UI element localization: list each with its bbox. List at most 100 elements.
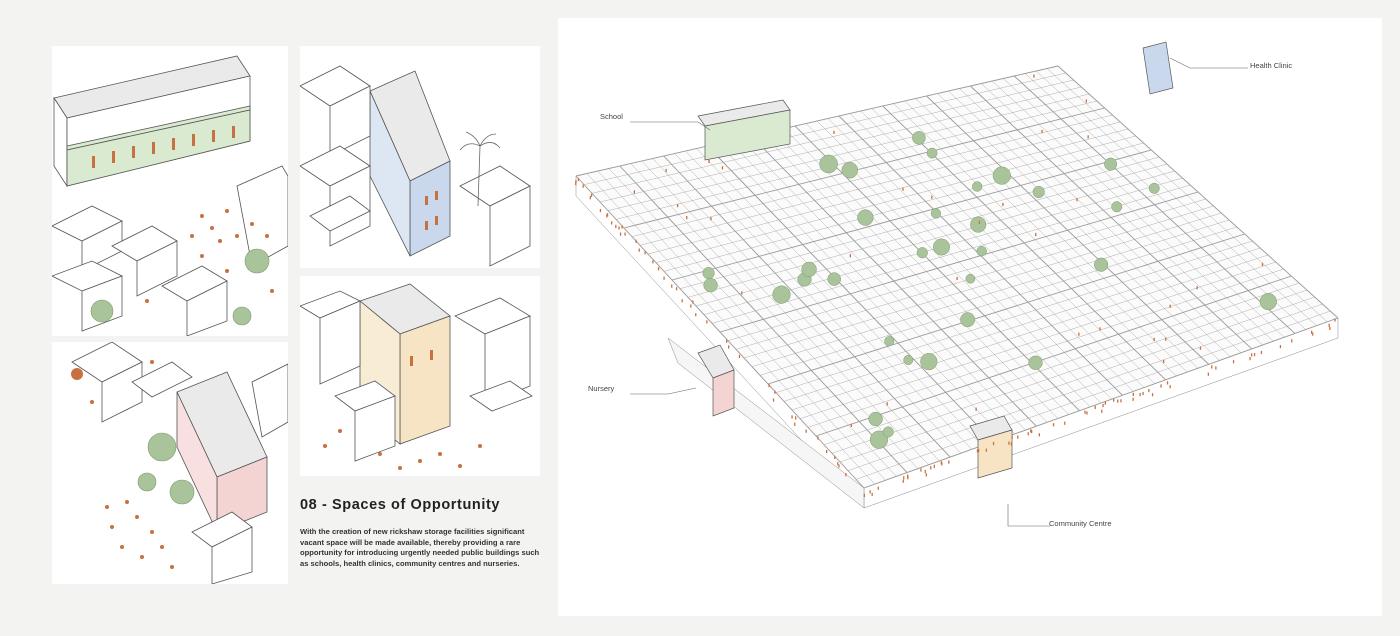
street-line (655, 135, 1136, 263)
tree-mark (819, 154, 838, 174)
person-mark (930, 466, 932, 470)
person-mark (791, 415, 793, 419)
person-mark (633, 190, 635, 194)
street-line (695, 170, 1175, 307)
nursery-drawing (71, 342, 288, 584)
street-line (855, 310, 1331, 480)
person-mark (1279, 345, 1282, 349)
tree-mark (992, 166, 1011, 185)
tree-mark (1094, 257, 1109, 272)
street-line (671, 149, 1152, 281)
person-mark (721, 166, 724, 170)
person-mark (1334, 318, 1336, 322)
person-mark (1017, 435, 1019, 439)
person-mark (1101, 409, 1103, 413)
tree-mark (972, 181, 983, 192)
tree-mark (965, 273, 976, 284)
person-mark (1094, 405, 1096, 409)
person-mark (1142, 391, 1144, 396)
person-mark (1099, 327, 1101, 331)
street-line (679, 156, 1160, 289)
person-mark (638, 248, 640, 252)
street-line (631, 114, 1113, 237)
person-mark (1033, 74, 1035, 78)
person-mark (710, 217, 712, 221)
person-mark (1087, 135, 1089, 139)
tree-mark (976, 246, 987, 257)
person-mark (1104, 401, 1106, 405)
tree-mark (841, 161, 859, 179)
street-line (823, 282, 1300, 445)
street-line (863, 317, 1339, 489)
person-mark (850, 423, 852, 427)
person-mark (1052, 423, 1055, 427)
street-line (711, 184, 1191, 324)
label-health-clinic: Health Clinic (1250, 61, 1293, 70)
street-line (815, 275, 1292, 437)
person-mark (665, 168, 667, 173)
street-line (639, 121, 1121, 246)
person-mark (956, 276, 958, 281)
person-mark (1311, 330, 1313, 334)
nursery-vignette (52, 342, 288, 584)
person-mark (577, 177, 580, 182)
label-community-centre: Community Centre (1049, 519, 1112, 528)
person-mark (582, 184, 584, 188)
person-mark (611, 221, 613, 225)
tree-mark (702, 267, 715, 280)
person-mark (1002, 202, 1004, 207)
tree-mark (926, 147, 938, 159)
street-line (759, 226, 1237, 376)
tree-mark (903, 355, 914, 365)
person-mark (635, 239, 637, 243)
person-mark (863, 493, 865, 497)
person-mark (692, 300, 694, 304)
person-mark (837, 462, 839, 466)
person-mark (615, 224, 617, 228)
tree-mark (1259, 293, 1277, 311)
tree-mark (827, 272, 841, 286)
street-line (831, 289, 1307, 454)
street-line (583, 72, 1066, 185)
person-mark (992, 442, 995, 446)
person-mark (920, 468, 922, 472)
person-mark (1153, 337, 1155, 341)
person-mark (644, 251, 646, 255)
person-mark (976, 449, 979, 453)
person-mark (1169, 304, 1171, 308)
label-leader-lines (630, 57, 1248, 527)
person-mark (1084, 410, 1086, 414)
street-line (663, 142, 1144, 272)
person-mark (1163, 359, 1165, 363)
tree-mark (1032, 185, 1045, 199)
person-mark (663, 276, 665, 280)
person-mark (1312, 332, 1314, 336)
street-line (847, 303, 1323, 471)
person-mark (1260, 350, 1263, 355)
person-mark (1038, 433, 1040, 437)
person-mark (925, 473, 927, 477)
person-mark (1328, 323, 1330, 327)
person-mark (1249, 357, 1251, 361)
street-line (727, 198, 1206, 341)
tree-mark (882, 426, 894, 438)
street-line (607, 93, 1090, 211)
tree-mark (970, 216, 987, 233)
person-mark (768, 383, 770, 388)
school-drawing (52, 55, 288, 336)
person-mark (677, 204, 679, 208)
person-mark (833, 130, 835, 134)
street-line (743, 212, 1222, 359)
person-mark (1086, 411, 1088, 415)
person-mark (1261, 262, 1264, 266)
person-mark (1151, 393, 1154, 397)
vignette-panel: 08 - Spaces of Opportunity With the crea… (0, 0, 548, 636)
person-mark (817, 436, 819, 440)
person-mark (706, 320, 708, 324)
person-mark (606, 214, 608, 218)
label-school: School (600, 112, 623, 121)
person-mark (933, 464, 935, 468)
person-mark (1211, 365, 1213, 369)
street-line (839, 296, 1315, 463)
street-line (647, 128, 1129, 255)
